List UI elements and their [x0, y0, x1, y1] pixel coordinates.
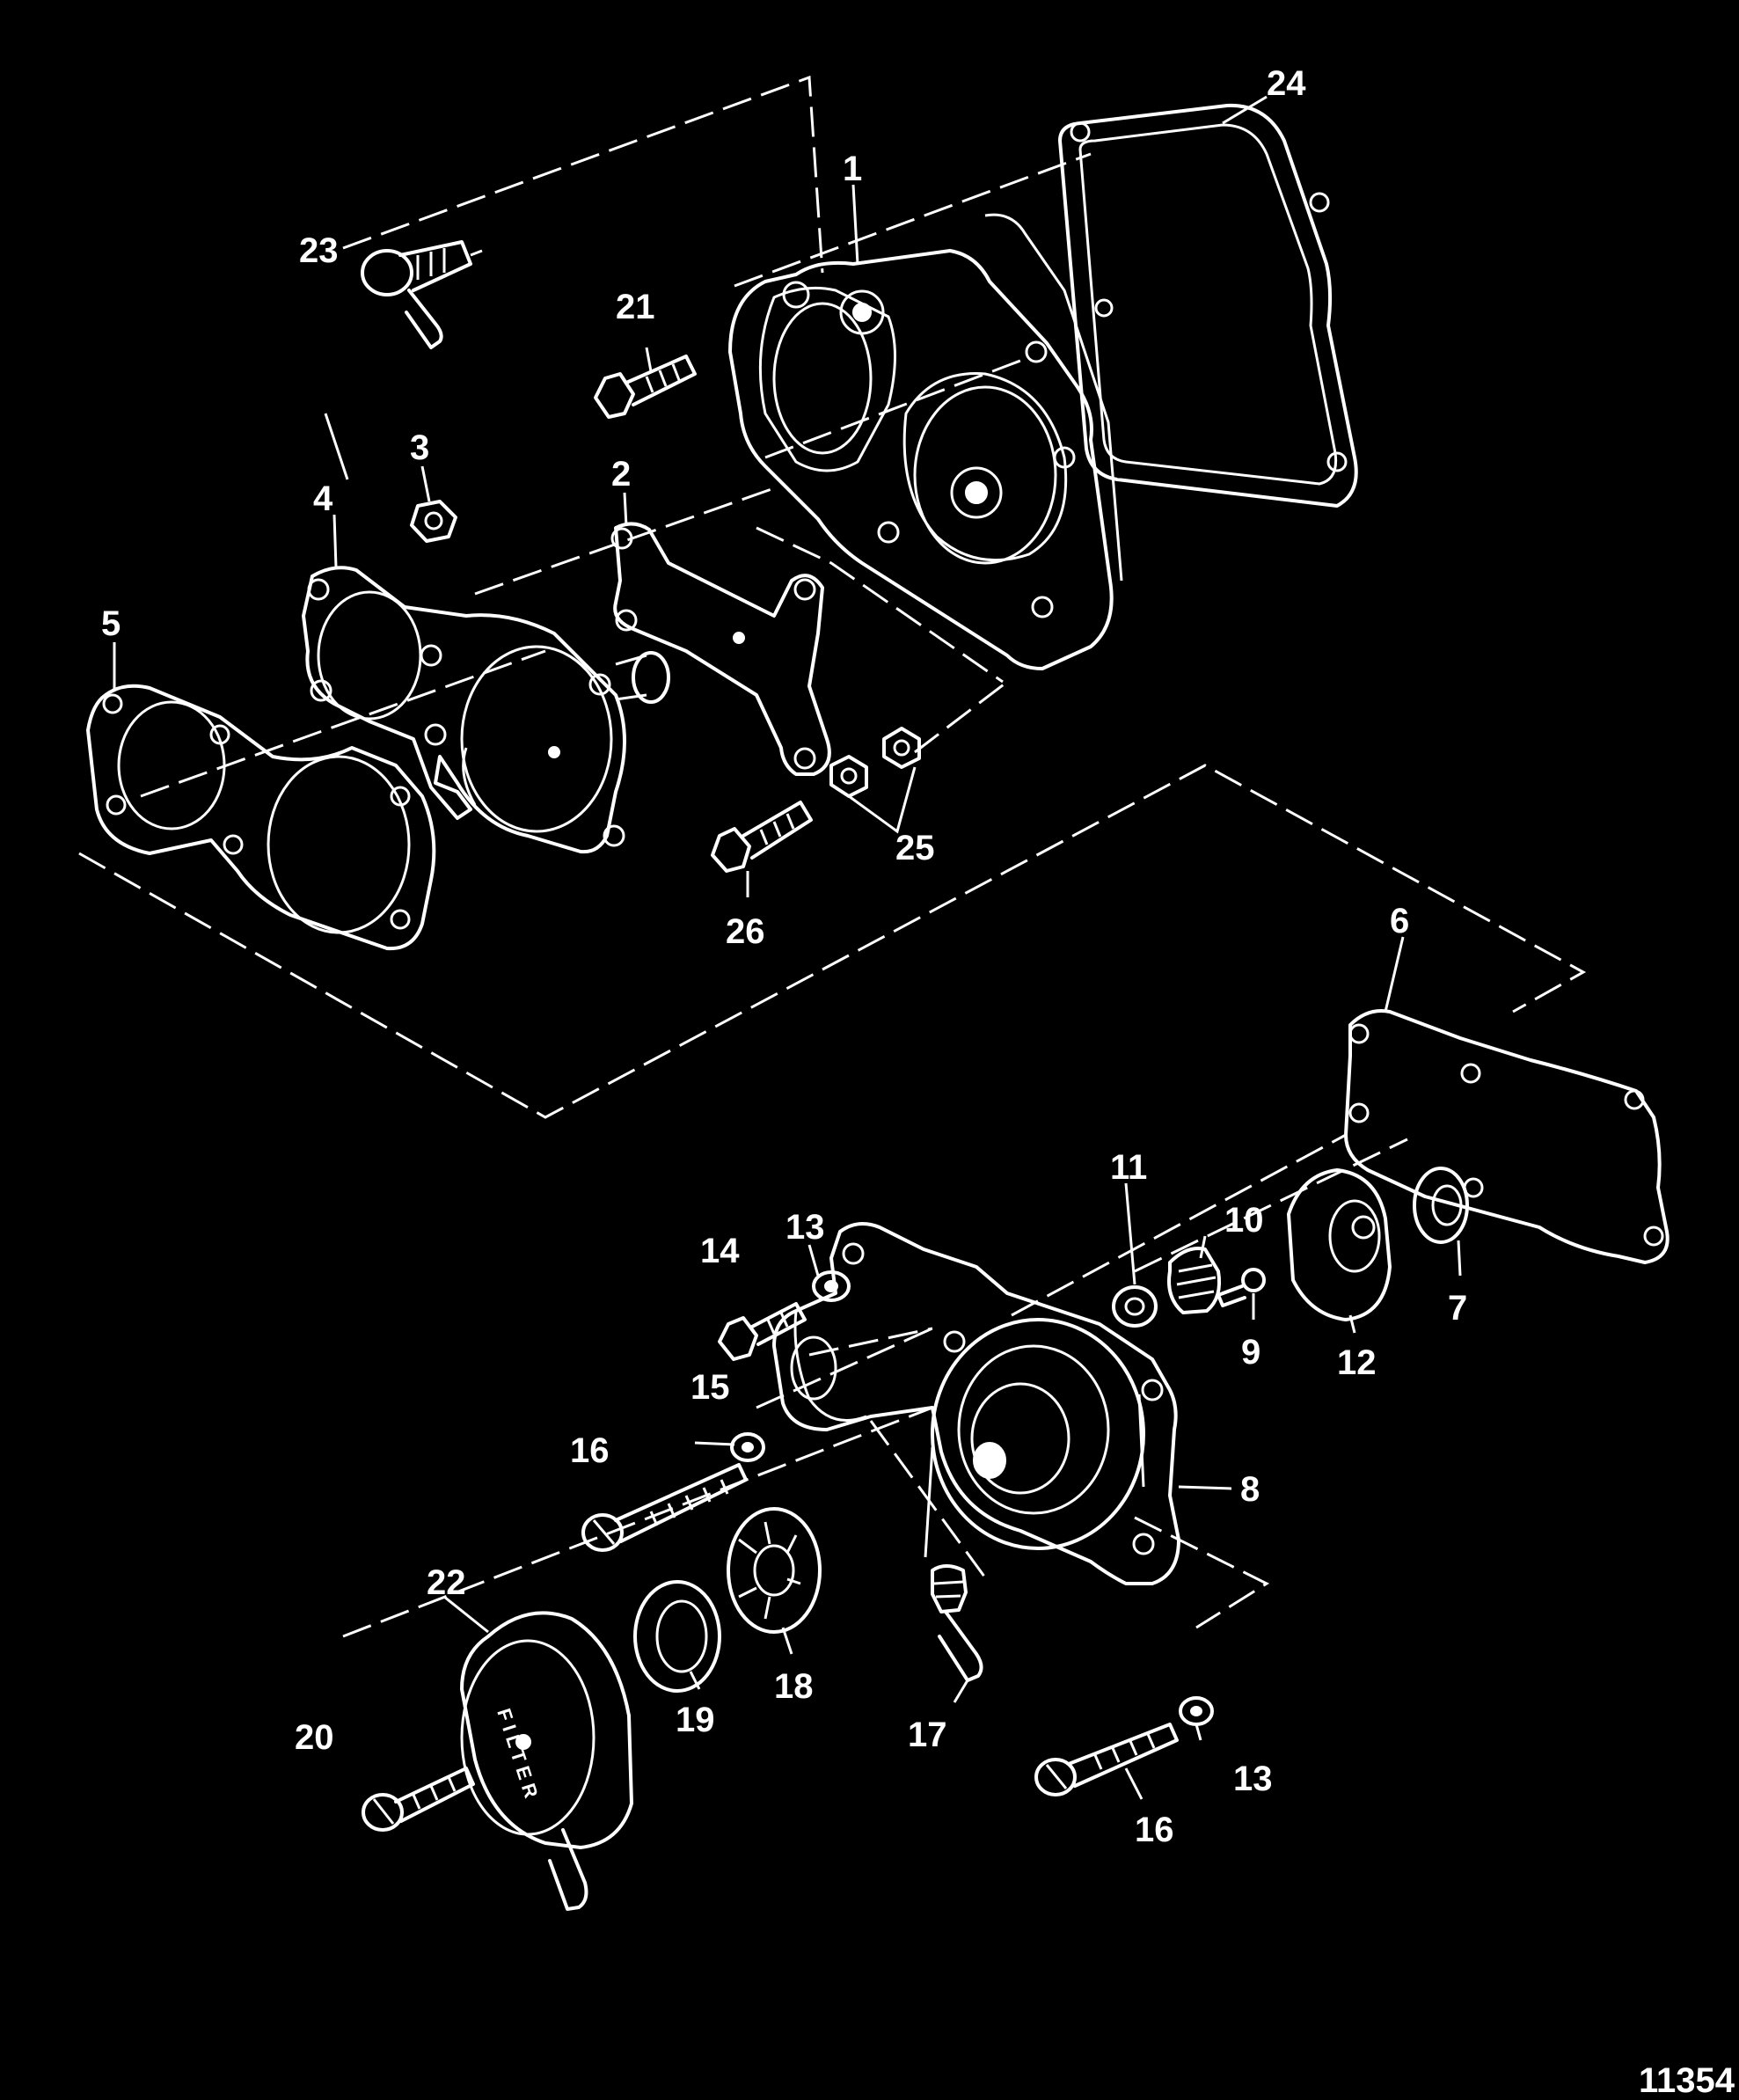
callout-13-upper: 13 [785, 1208, 825, 1247]
callout-2: 2 [611, 455, 631, 494]
callout-12: 12 [1337, 1343, 1377, 1382]
part-19-gasket-ring [633, 1580, 721, 1693]
part-16-screw-upper [581, 1463, 748, 1552]
part-25-washers [829, 727, 921, 798]
part-24-gasket [1058, 103, 1358, 508]
callout-10: 10 [1224, 1201, 1264, 1240]
part-26-bolt [711, 801, 813, 873]
callout-8: 8 [1240, 1470, 1260, 1509]
part-13-washer-upper [812, 1270, 851, 1302]
callout-26: 26 [726, 912, 765, 951]
figure-number: 11354 [1639, 2061, 1735, 2100]
callout-16-lower: 16 [1135, 1811, 1174, 1849]
part-13-washer-lower [1179, 1696, 1214, 1726]
part-21-bolt [594, 355, 697, 419]
part-3-nut [410, 500, 457, 543]
leader-lines [113, 95, 1462, 1800]
part-22-filter-cover: FILTER [460, 1611, 633, 1911]
part-2-bracket [610, 522, 831, 776]
part-16-screw-lower [1034, 1723, 1179, 1796]
callout-22: 22 [427, 1563, 466, 1602]
callout-6: 6 [1390, 902, 1409, 940]
part-15-washer [730, 1432, 765, 1462]
part-23-elbow-fitting [361, 240, 483, 349]
callout-3: 3 [410, 428, 429, 467]
callout-7: 7 [1448, 1289, 1467, 1328]
part-6-gasket [1344, 1009, 1670, 1264]
callout-4: 4 [313, 479, 333, 518]
callout-18: 18 [774, 1667, 814, 1706]
part-11-washer [1112, 1285, 1158, 1328]
callout-16-upper: 16 [570, 1431, 610, 1470]
callout-23: 23 [299, 231, 339, 270]
callout-1: 1 [843, 150, 862, 188]
callouts: 1 2 3 4 5 6 7 8 9 10 11 12 13 13 14 15 1… [101, 64, 1467, 1849]
callout-11: 11 [1110, 1148, 1147, 1187]
callout-9: 9 [1241, 1333, 1260, 1372]
part-18-valve-disc [727, 1507, 822, 1634]
callout-21: 21 [616, 288, 655, 326]
callout-24: 24 [1267, 64, 1306, 103]
part-17-fitting [931, 1564, 983, 1682]
callout-5: 5 [101, 604, 121, 643]
part-14-bolt [718, 1302, 807, 1361]
filter-label: FILTER [493, 1706, 544, 1806]
part-7-seal [1413, 1167, 1469, 1244]
part-10-check-valve [1167, 1247, 1222, 1314]
callout-13-lower: 13 [1233, 1760, 1273, 1798]
part-12-diaphragm [1287, 1168, 1392, 1321]
callout-19: 19 [676, 1701, 715, 1739]
part-9-screw [1217, 1268, 1266, 1307]
callout-25: 25 [895, 829, 935, 867]
callout-14: 14 [700, 1232, 740, 1270]
callout-15: 15 [690, 1368, 730, 1407]
callout-17: 17 [908, 1716, 947, 1754]
part-5-gasket [86, 684, 436, 951]
callout-20: 20 [295, 1718, 334, 1757]
part-8-pump-housing [772, 1222, 1180, 1585]
alignment-lines [78, 75, 1587, 1638]
part-4-cover [302, 566, 670, 854]
part-20-screw [362, 1767, 475, 1832]
part-1-pump-body [728, 213, 1123, 670]
